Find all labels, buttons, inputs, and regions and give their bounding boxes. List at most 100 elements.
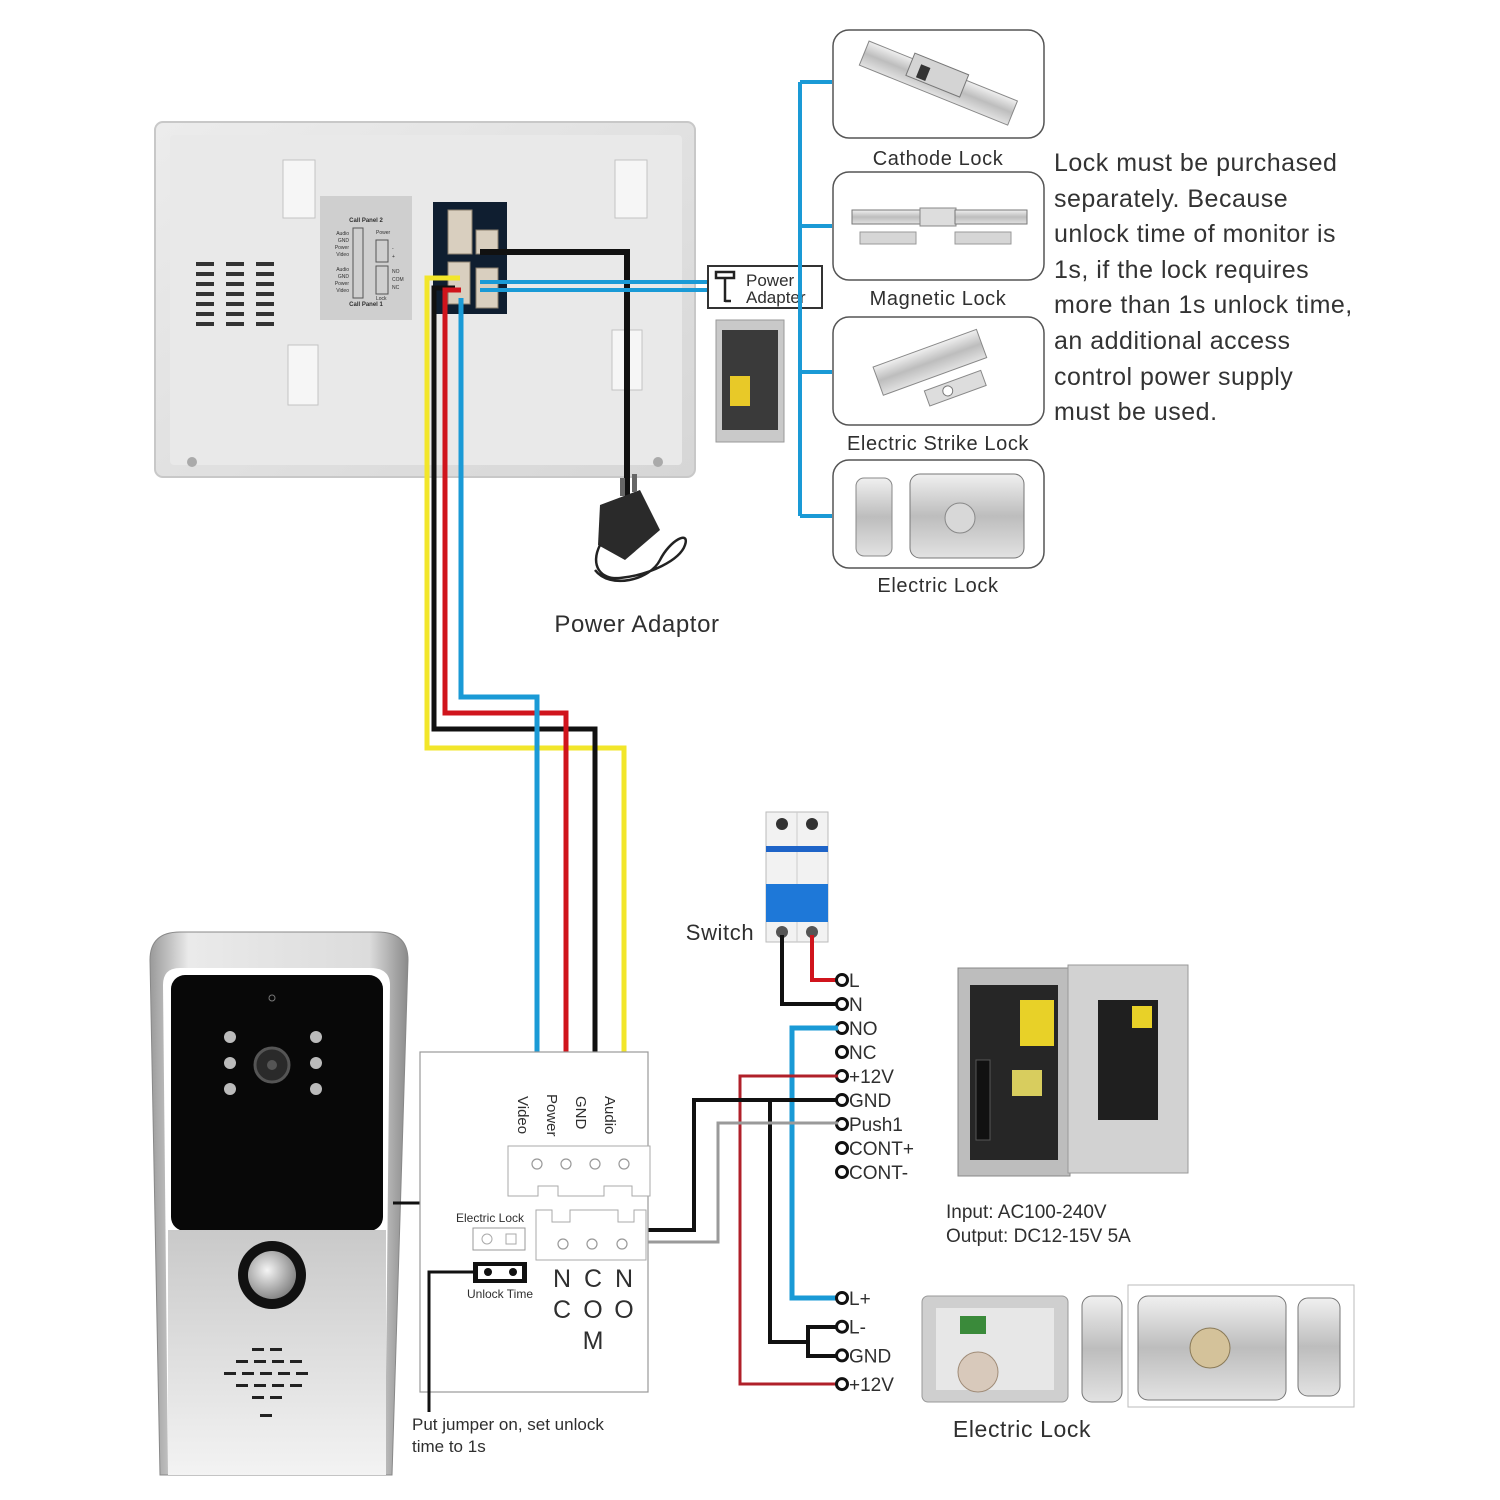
terminal-label: L- [849,1318,866,1339]
terminal-screw-icon [835,1348,849,1363]
wire-psu-push1-to-panel-no [622,1121,838,1244]
board-label-power: Power [543,1094,560,1137]
terminal-screw-icon [835,1377,849,1392]
terminal-label: GND [849,1346,891,1367]
outdoor-call-panel [149,931,409,1476]
lock-option-cathode: Cathode Lock [832,29,1045,170]
electric-lock-label: Electric Lock [953,1416,1091,1442]
jumper-note-line2: time to 1s [412,1437,486,1456]
wires-lock-bus [480,280,708,292]
psu-output-spec: Output: DC12-15V 5A [946,1226,1131,1247]
sticker-pin: Power [335,281,350,287]
wire-switch-N [780,935,838,1006]
note-line: unlock time of monitor is [1054,220,1337,249]
key-icon [714,270,736,303]
terminal-label: NC [849,1043,876,1064]
board-label-audio: Audio [601,1096,618,1134]
terminal-label: CONT- [849,1163,908,1184]
relay-label-no: O [614,1296,633,1324]
board-label-video: Video [514,1096,531,1134]
jumper-note-line1: Put jumper on, set unlock [412,1415,604,1434]
lock-option-electric-strike: Electric Strike Lock [832,316,1045,455]
psu-input-spec: Input: AC100-240V [946,1202,1107,1223]
terminal-label: GND [849,1091,891,1112]
terminal-screw-icon [835,1069,849,1083]
power-adaptor-icon [594,474,688,583]
note-line: control power supply [1054,362,1294,391]
board-label-unlock-time: Unlock Time [467,1287,533,1301]
terminal-screw-icon [835,1141,849,1155]
sticker-lock-title: Lock [376,296,387,302]
speaker-grille [196,262,274,326]
power-adapter-box-line2: Adapter [746,288,806,307]
wire-power-adaptor [480,249,630,500]
sticker-pin: GND [338,274,350,280]
lock-option-magnetic: Magnetic Lock [832,171,1045,310]
note-line: separately. Because [1054,184,1289,213]
sticker-pin: NO [392,269,400,275]
sticker-pin: + [392,254,395,260]
terminal-label: L [849,971,860,992]
board-label-electric-lock: Electric Lock [456,1211,525,1225]
access-control-psu-image [957,964,1189,1177]
sticker-pin: GND [338,238,350,244]
wire-lock-lminus-gnd [806,1325,838,1358]
terminal-label: +12V [849,1375,894,1396]
terminal-label: +12V [849,1067,894,1088]
terminal-label: N [849,995,863,1016]
sticker-title-bottom: Call Panel 1 [349,302,383,308]
wire-audio [424,275,627,1164]
terminal-screw-icon [835,1117,849,1131]
power-adaptor-label: Power Adaptor [554,611,719,638]
terminal-screw-icon [835,1319,849,1334]
terminal-screw-icon [835,1165,849,1179]
lock-terminal-block: L+ L- GND +12V [835,1289,894,1396]
wire-power [442,287,569,1164]
lock-option-electric: Electric Lock [832,459,1045,597]
mic-hole [268,994,276,1002]
pinout-sticker: Call Panel 2 Call Panel 1 Audio GND Powe… [320,196,412,320]
relay-label-nc: C [553,1296,571,1324]
terminal-screw-icon [835,997,849,1011]
sticker-power-title: Power [376,230,391,236]
wire-psu-12v-to-lock12v [738,1074,838,1386]
sticker-pin: Audio [336,267,349,273]
terminal-screw-icon [835,1093,849,1107]
lock-label-cathode: Cathode Lock [873,148,1004,170]
note-line: must be used. [1054,398,1218,427]
speaker-slots [224,1348,308,1417]
wire-psu-gnd-to-lock [768,1100,808,1344]
terminal-screw-icon [835,1045,849,1059]
power-adapter-box-line1: Power [746,271,795,290]
wires-monitor-to-panel [424,275,627,1164]
sticker-pin: - [392,246,394,252]
electric-lock-jumper-header [472,1227,526,1251]
relay-label-com: M [583,1327,604,1355]
power-adapter-box: Power Adapter [707,265,823,309]
terminal-screw-icon [835,1291,849,1305]
wire-video [458,298,540,1164]
sticker-pin: Video [336,288,349,294]
electric-lock-image [921,1284,1355,1408]
circuit-breaker-switch [765,811,829,943]
switch-label: Switch [686,920,754,945]
note-line: more than 1s unlock time, [1054,291,1353,320]
relay-label-no: N [615,1265,633,1293]
terminal-label: NO [849,1019,878,1040]
lock-label-electric-strike: Electric Strike Lock [847,433,1029,455]
note-line: 1s, if the lock requires [1054,255,1310,284]
sticker-pin: Video [336,252,349,258]
wire-switch-L [810,935,838,982]
note-line: an additional access [1054,326,1291,355]
small-psu-image [715,319,785,443]
sticker-pin: COM [392,277,404,283]
wire-psu-no-to-lplus [789,1025,838,1301]
relay-label-com: O [583,1296,602,1324]
ir-leds [224,1031,322,1095]
sticker-pin: NC [392,285,400,291]
terminal-label: L+ [849,1289,871,1310]
terminal-screw-icon [835,1021,849,1035]
